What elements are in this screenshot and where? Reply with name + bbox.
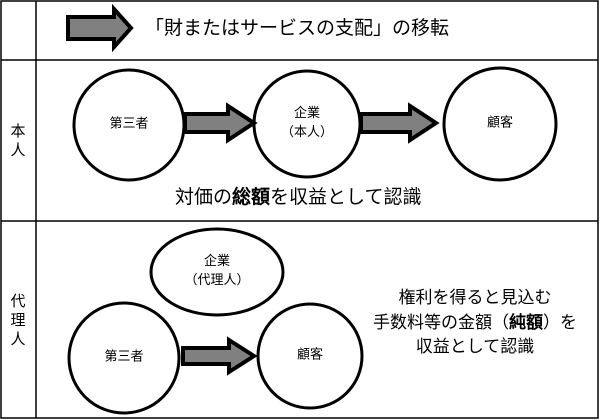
agent-note-line-2: 手数料等の金額（純額）を: [373, 311, 577, 336]
principal-row-label-char: 本: [10, 122, 26, 140]
agent-company-node: [149, 227, 285, 317]
agent-row-label-char: 人: [10, 329, 26, 348]
principal-third-party-text: 第三者: [109, 116, 149, 132]
agent-customer-node: [256, 302, 364, 410]
principal-row-label-char: 人: [10, 140, 26, 159]
principal-customer-text: 顧客: [486, 115, 514, 131]
principal-caption-post: を収益として認識: [270, 186, 422, 208]
principal-customer-label: 顧客: [487, 115, 513, 134]
agent-note: 権利を得ると見込む 手数料等の金額（純額）を 収益として認識: [373, 286, 577, 360]
principal-row-label: 本 人: [2, 122, 34, 160]
agent-row-label-char: 代: [10, 292, 26, 310]
principal-customer-node: [442, 66, 558, 182]
agent-third-party-node: [67, 301, 181, 415]
principal-caption: 対価の総額を収益として認識: [175, 188, 421, 207]
principal-caption-pre: 対価の: [175, 186, 233, 208]
agent-note-line-2-post: ）を: [543, 312, 577, 333]
agent-row-label: 代 理 人: [2, 292, 34, 348]
agent-note-line-2-bold: 純額: [509, 312, 543, 333]
agent-third-party-text: 第三者: [104, 349, 144, 365]
agent-company-text: 企業: [203, 254, 231, 270]
principal-company-label: 企業 （本人）: [281, 105, 333, 143]
agent-customer-label: 顧客: [297, 347, 323, 366]
agent-note-line-1: 権利を得ると見込む: [398, 288, 552, 308]
agent-arrow-icon: [181, 336, 258, 376]
agent-note-line-2-pre: 手数料等の金額（: [373, 312, 509, 333]
agent-third-party-label: 第三者: [104, 349, 143, 368]
agent-company-role-text: （代理人）: [184, 273, 250, 288]
agent-note-line-3: 収益として認識: [415, 337, 535, 358]
header-arrow-icon: [66, 3, 134, 53]
agent-row-label-char: 理: [10, 310, 26, 329]
principal-arrow-2-icon: [359, 102, 440, 144]
principal-company-text: 企業: [293, 106, 321, 122]
agent-company-label: 企業 （代理人）: [184, 253, 249, 291]
principal-company-role-text: （本人）: [280, 125, 334, 140]
agent-customer-text: 顧客: [296, 347, 324, 363]
principal-arrow-1-icon: [183, 102, 258, 144]
header-title: 「財またはサービスの支配」の移転: [145, 17, 450, 39]
principal-caption-bold: 総額: [232, 186, 271, 208]
principal-third-party-label: 第三者: [109, 116, 148, 135]
